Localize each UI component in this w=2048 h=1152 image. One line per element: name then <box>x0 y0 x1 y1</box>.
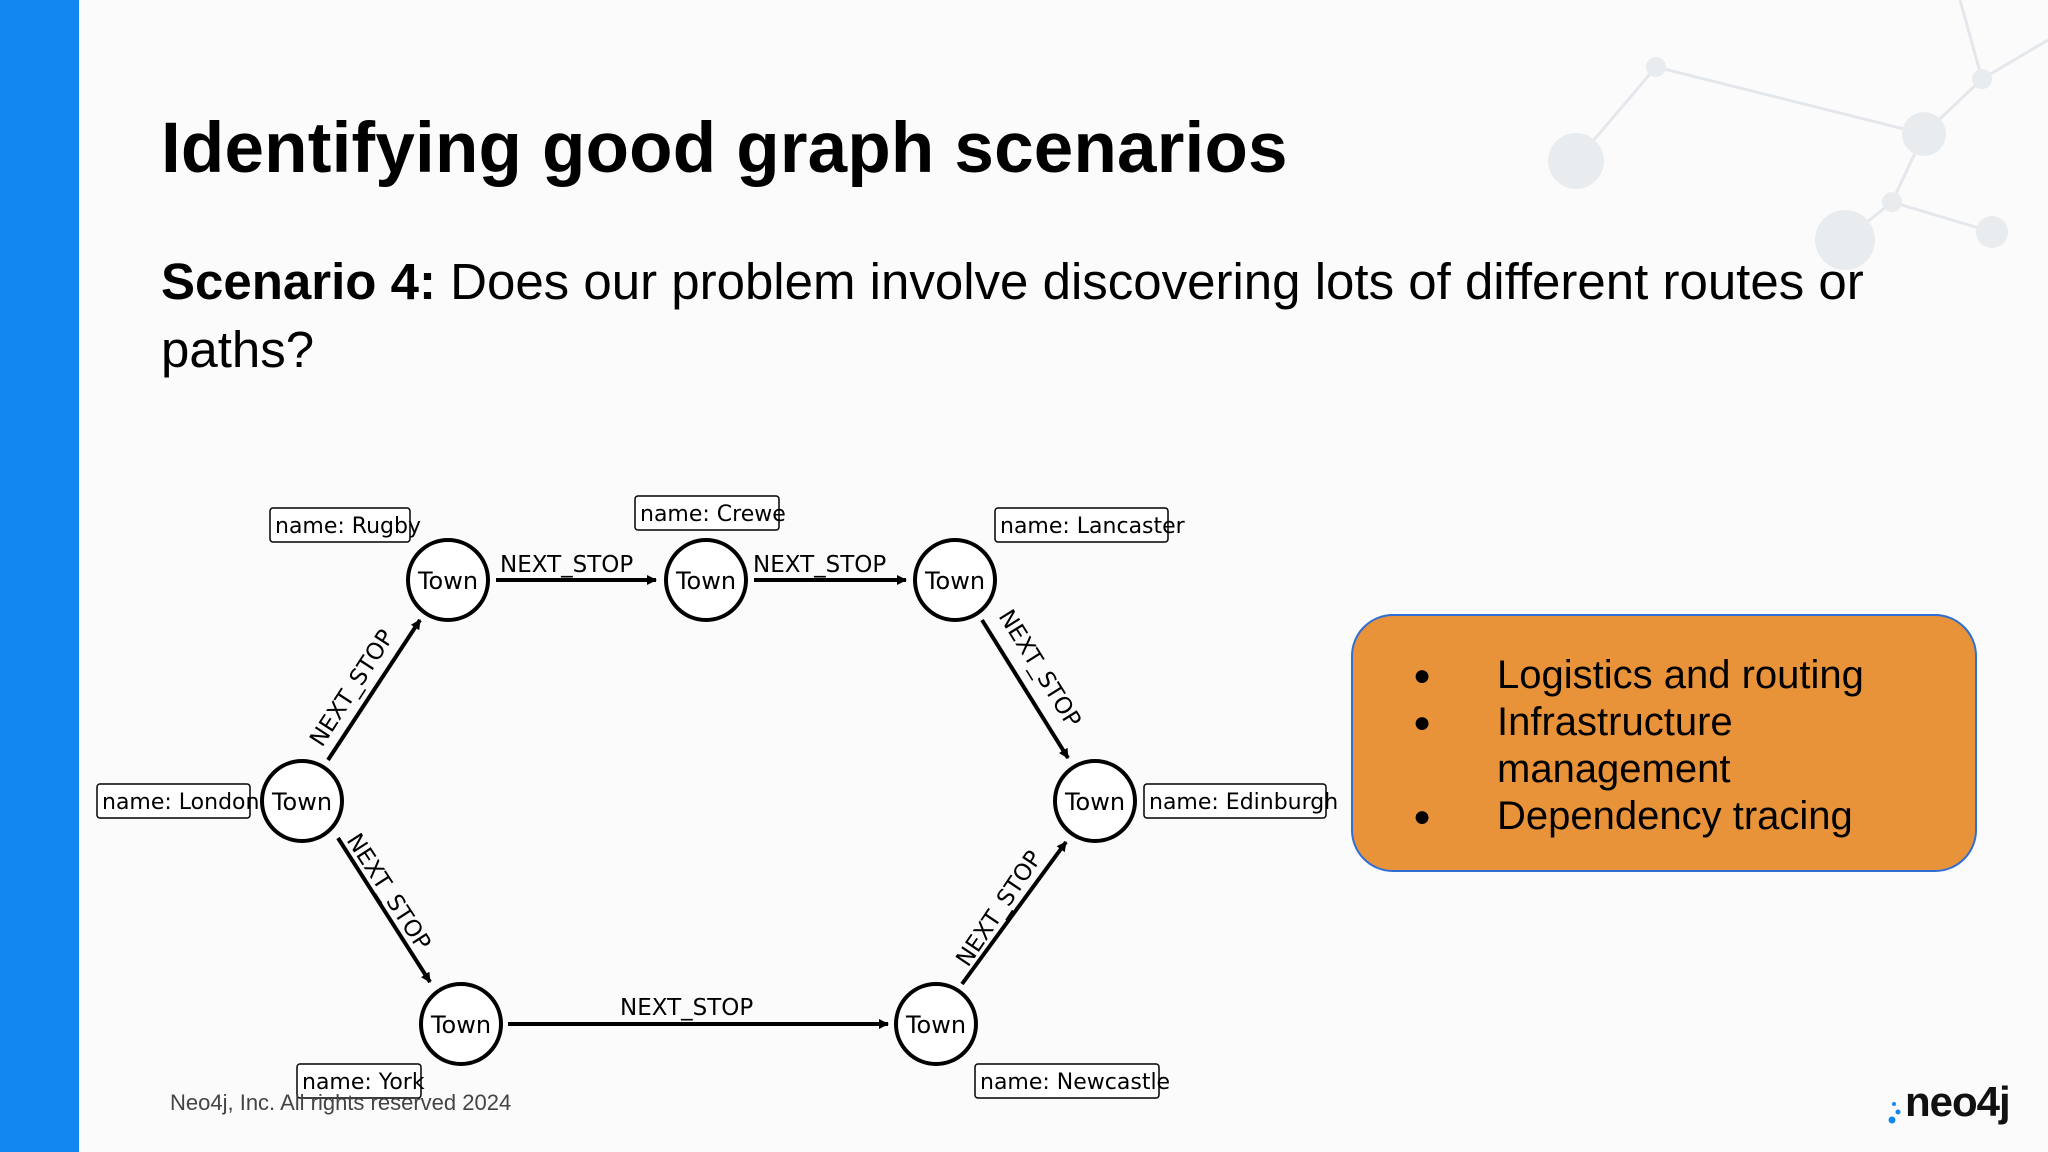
bullet-icon: ● <box>1413 800 1432 833</box>
svg-text:name: Edinburgh: name: Edinburgh <box>1149 790 1338 815</box>
use-cases-callout: ●Logistics and routing ●Infrastructure m… <box>1351 614 1977 872</box>
svg-text:Town: Town <box>271 788 332 816</box>
property-box-lancaster: name: Lancaster <box>994 507 1186 543</box>
property-box-york: name: York <box>296 1063 425 1099</box>
bullet-icon: ● <box>1413 706 1432 739</box>
svg-text:Town: Town <box>924 567 985 595</box>
svg-text:Town: Town <box>417 567 478 595</box>
list-item: ●Dependency tracing <box>1413 794 1853 838</box>
use-cases-list: ●Logistics and routing ●Infrastructure m… <box>1413 652 1897 840</box>
node-lancaster: Town <box>913 538 997 622</box>
node-rugby: Town <box>406 538 490 622</box>
node-newcastle: Town <box>894 982 978 1066</box>
property-box-rugby: name: Rugby <box>269 507 421 543</box>
edge-london-rugby <box>326 618 422 762</box>
logo-mark-icon <box>1888 1102 1901 1124</box>
svg-text:Town: Town <box>430 1011 491 1039</box>
slide-title: Identifying good graph scenarios <box>161 109 1288 188</box>
svg-text:name: York: name: York <box>302 1070 425 1095</box>
svg-text:Town: Town <box>905 1011 966 1039</box>
edge-london-york <box>336 836 432 984</box>
accent-side-bar <box>0 0 79 1152</box>
svg-text:name: London: name: London <box>102 790 259 815</box>
node-crewe: Town <box>664 538 748 622</box>
edge-newcastle-edinburgh <box>960 840 1068 986</box>
svg-text:name: Rugby: name: Rugby <box>275 514 421 539</box>
property-box-newcastle: name: Newcastle <box>974 1063 1170 1099</box>
node-london: Town <box>260 759 344 843</box>
property-box-edinburgh: name: Edinburgh <box>1143 783 1338 819</box>
edge-label-rugby-crewe: NEXT_STOP <box>500 552 633 578</box>
edge-label-newcastle-edinburgh: NEXT_STOP <box>951 846 1047 971</box>
neo4j-logo: neo4j <box>1888 1078 2011 1128</box>
edge-label-london-york: NEXT_STOP <box>341 829 435 955</box>
network-decoration <box>1548 0 2048 270</box>
svg-text:name: Lancaster: name: Lancaster <box>1000 514 1186 539</box>
svg-text:name: Crewe: name: Crewe <box>640 502 786 527</box>
scenario-question: Does our problem involve discovering lot… <box>161 253 1864 378</box>
bullet-icon: ● <box>1413 659 1432 692</box>
edge-label-york-newcastle: NEXT_STOP <box>620 995 753 1021</box>
copyright-footer: Neo4j, Inc. All rights reserved 2024 <box>170 1090 512 1115</box>
edge-lancaster-edinburgh <box>980 618 1070 760</box>
property-box-london: name: London <box>96 783 259 819</box>
slide-subtitle: Scenario 4: Does our problem involve dis… <box>161 248 1921 384</box>
svg-text:Town: Town <box>1064 788 1125 816</box>
svg-text:Town: Town <box>675 567 736 595</box>
scenario-label: Scenario 4: <box>161 253 436 310</box>
svg-text:name: Newcastle: name: Newcastle <box>980 1070 1170 1095</box>
property-box-crewe: name: Crewe <box>634 495 786 531</box>
edge-label-crewe-lancaster: NEXT_STOP <box>753 552 886 578</box>
logo-text: neo4j <box>1905 1078 2011 1125</box>
node-edinburgh: Town <box>1053 759 1137 843</box>
list-item: ●Infrastructure management <box>1413 700 1733 791</box>
edge-label-london-rugby: NEXT_STOP <box>305 625 399 751</box>
list-item: ●Logistics and routing <box>1413 653 1864 697</box>
node-york: Town <box>419 982 503 1066</box>
